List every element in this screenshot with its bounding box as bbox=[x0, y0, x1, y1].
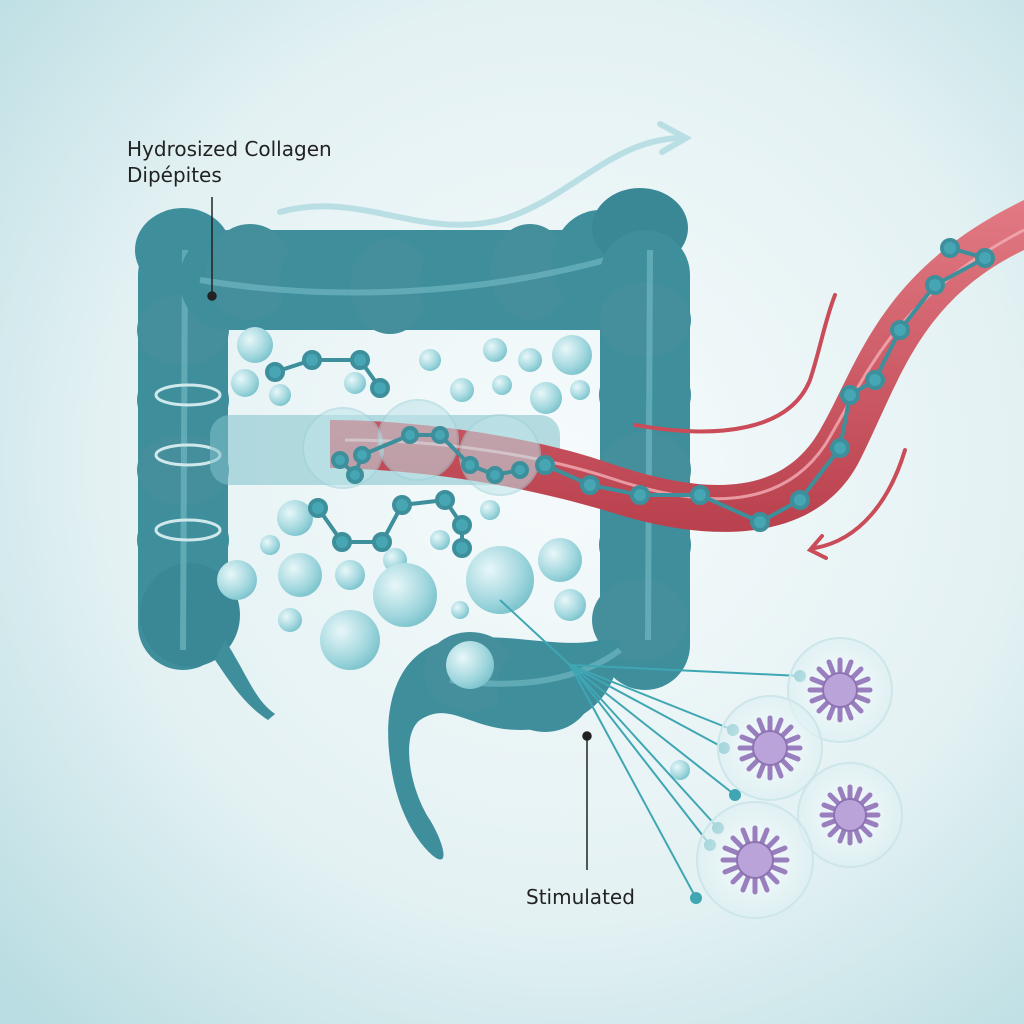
collagen-dipeptides-label: Hydrosized Collagen Dipépites bbox=[127, 136, 332, 188]
label-leader-lines bbox=[207, 197, 592, 870]
signal-lines bbox=[499, 599, 806, 904]
immune-cell-icon bbox=[696, 637, 903, 919]
stimulated-label: Stimulated bbox=[526, 885, 635, 909]
collagen-label-line1: Hydrosized Collagen bbox=[127, 137, 332, 161]
flow-arrow-icon bbox=[277, 121, 693, 228]
peptide-chain-icon bbox=[265, 238, 995, 558]
collagen-label-line2: Dipépites bbox=[127, 163, 222, 187]
flow-arrow-icon bbox=[633, 293, 907, 560]
large-intestine-icon bbox=[135, 188, 691, 860]
nutrient-bubbles bbox=[217, 327, 690, 780]
intestine-ring-icons bbox=[154, 383, 222, 542]
